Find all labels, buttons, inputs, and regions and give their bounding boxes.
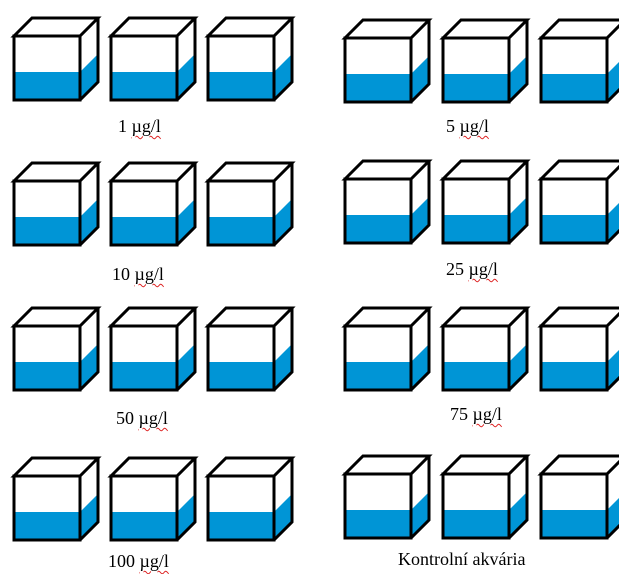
conc-value: 75 (450, 404, 468, 424)
tank-top (111, 18, 195, 36)
label-100-ug: 100 µg/l (108, 551, 169, 571)
aquarium-g50-3 (208, 308, 292, 390)
water-front (14, 362, 80, 390)
water-front (443, 215, 509, 243)
tank-top (345, 456, 429, 474)
tank-top (443, 456, 527, 474)
water-front (443, 362, 509, 390)
conc-unit: µg/l (132, 116, 161, 136)
tank-top (111, 458, 195, 476)
water-front (14, 512, 80, 540)
water-front (111, 362, 177, 390)
water-front (208, 512, 274, 540)
conc-unit: µg/l (469, 259, 498, 279)
tank-top (208, 163, 292, 181)
tank-top (14, 458, 98, 476)
conc-value: 25 (446, 259, 464, 279)
label-25-ug: 25 µg/l (446, 259, 498, 279)
conc-value: 1 (118, 116, 127, 136)
water-front (14, 72, 80, 100)
label-10-ug: 10 µg/l (112, 264, 164, 284)
water-front (541, 215, 607, 243)
aquarium-g25-1 (345, 161, 429, 243)
water-front (14, 217, 80, 245)
conc-value: 50 (116, 408, 134, 428)
water-front (208, 362, 274, 390)
aquarium-g100-2 (111, 458, 195, 540)
control-text: Kontrolní akvária (398, 549, 525, 569)
aquarium-g5-1 (345, 20, 429, 102)
tank-top (111, 308, 195, 326)
label-5-ug: 5 µg/l (446, 116, 489, 136)
water-front (443, 510, 509, 538)
label-1-ug: 1 µg/l (118, 116, 161, 136)
aquarium-control-2 (443, 456, 527, 538)
label-75-ug: 75 µg/l (450, 404, 502, 424)
aquarium-g100-1 (14, 458, 98, 540)
water-front (541, 362, 607, 390)
aquarium-g1-3 (208, 18, 292, 100)
conc-unit: µg/l (140, 551, 169, 571)
aquarium-g10-2 (111, 163, 195, 245)
water-front (111, 72, 177, 100)
water-front (208, 72, 274, 100)
tank-top (345, 161, 429, 179)
conc-value: 5 (446, 116, 455, 136)
conc-value: 10 (112, 264, 130, 284)
water-front (345, 215, 411, 243)
aquarium-control-1 (345, 456, 429, 538)
tank-top (541, 456, 619, 474)
conc-unit: µg/l (460, 116, 489, 136)
aquarium-g1-2 (111, 18, 195, 100)
water-front (345, 74, 411, 102)
tank-top (541, 20, 619, 38)
tank-top (208, 18, 292, 36)
water-front (443, 74, 509, 102)
tank-top (443, 161, 527, 179)
tank-top (14, 163, 98, 181)
tank-top (14, 308, 98, 326)
tank-top (443, 308, 527, 326)
tank-top (208, 458, 292, 476)
aquarium-g50-2 (111, 308, 195, 390)
water-front (111, 512, 177, 540)
aquarium-g10-3 (208, 163, 292, 245)
label-50-ug: 50 µg/l (116, 408, 168, 428)
aquarium-g75-1 (345, 308, 429, 390)
tank-top (443, 20, 527, 38)
aquarium-g50-1 (14, 308, 98, 390)
conc-value: 100 (108, 551, 135, 571)
tank-top (111, 163, 195, 181)
water-front (345, 510, 411, 538)
tank-top (541, 161, 619, 179)
conc-unit: µg/l (473, 404, 502, 424)
aquarium-g25-3 (541, 161, 619, 243)
aquarium-g75-3 (541, 308, 619, 390)
water-front (111, 217, 177, 245)
tank-top (208, 308, 292, 326)
aquarium-g1-1 (14, 18, 98, 100)
conc-unit: µg/l (139, 408, 168, 428)
aquarium-g5-2 (443, 20, 527, 102)
aquarium-g10-1 (14, 163, 98, 245)
tank-top (541, 308, 619, 326)
aquarium-g25-2 (443, 161, 527, 243)
tank-top (14, 18, 98, 36)
aquarium-g100-3 (208, 458, 292, 540)
aquarium-g75-2 (443, 308, 527, 390)
tank-top (345, 308, 429, 326)
water-front (541, 74, 607, 102)
water-front (541, 510, 607, 538)
tank-top (345, 20, 429, 38)
aquarium-control-3 (541, 456, 619, 538)
label-control: Kontrolní akvária (398, 549, 525, 569)
conc-unit: µg/l (135, 264, 164, 284)
aquarium-g5-3 (541, 20, 619, 102)
water-front (345, 362, 411, 390)
water-front (208, 217, 274, 245)
